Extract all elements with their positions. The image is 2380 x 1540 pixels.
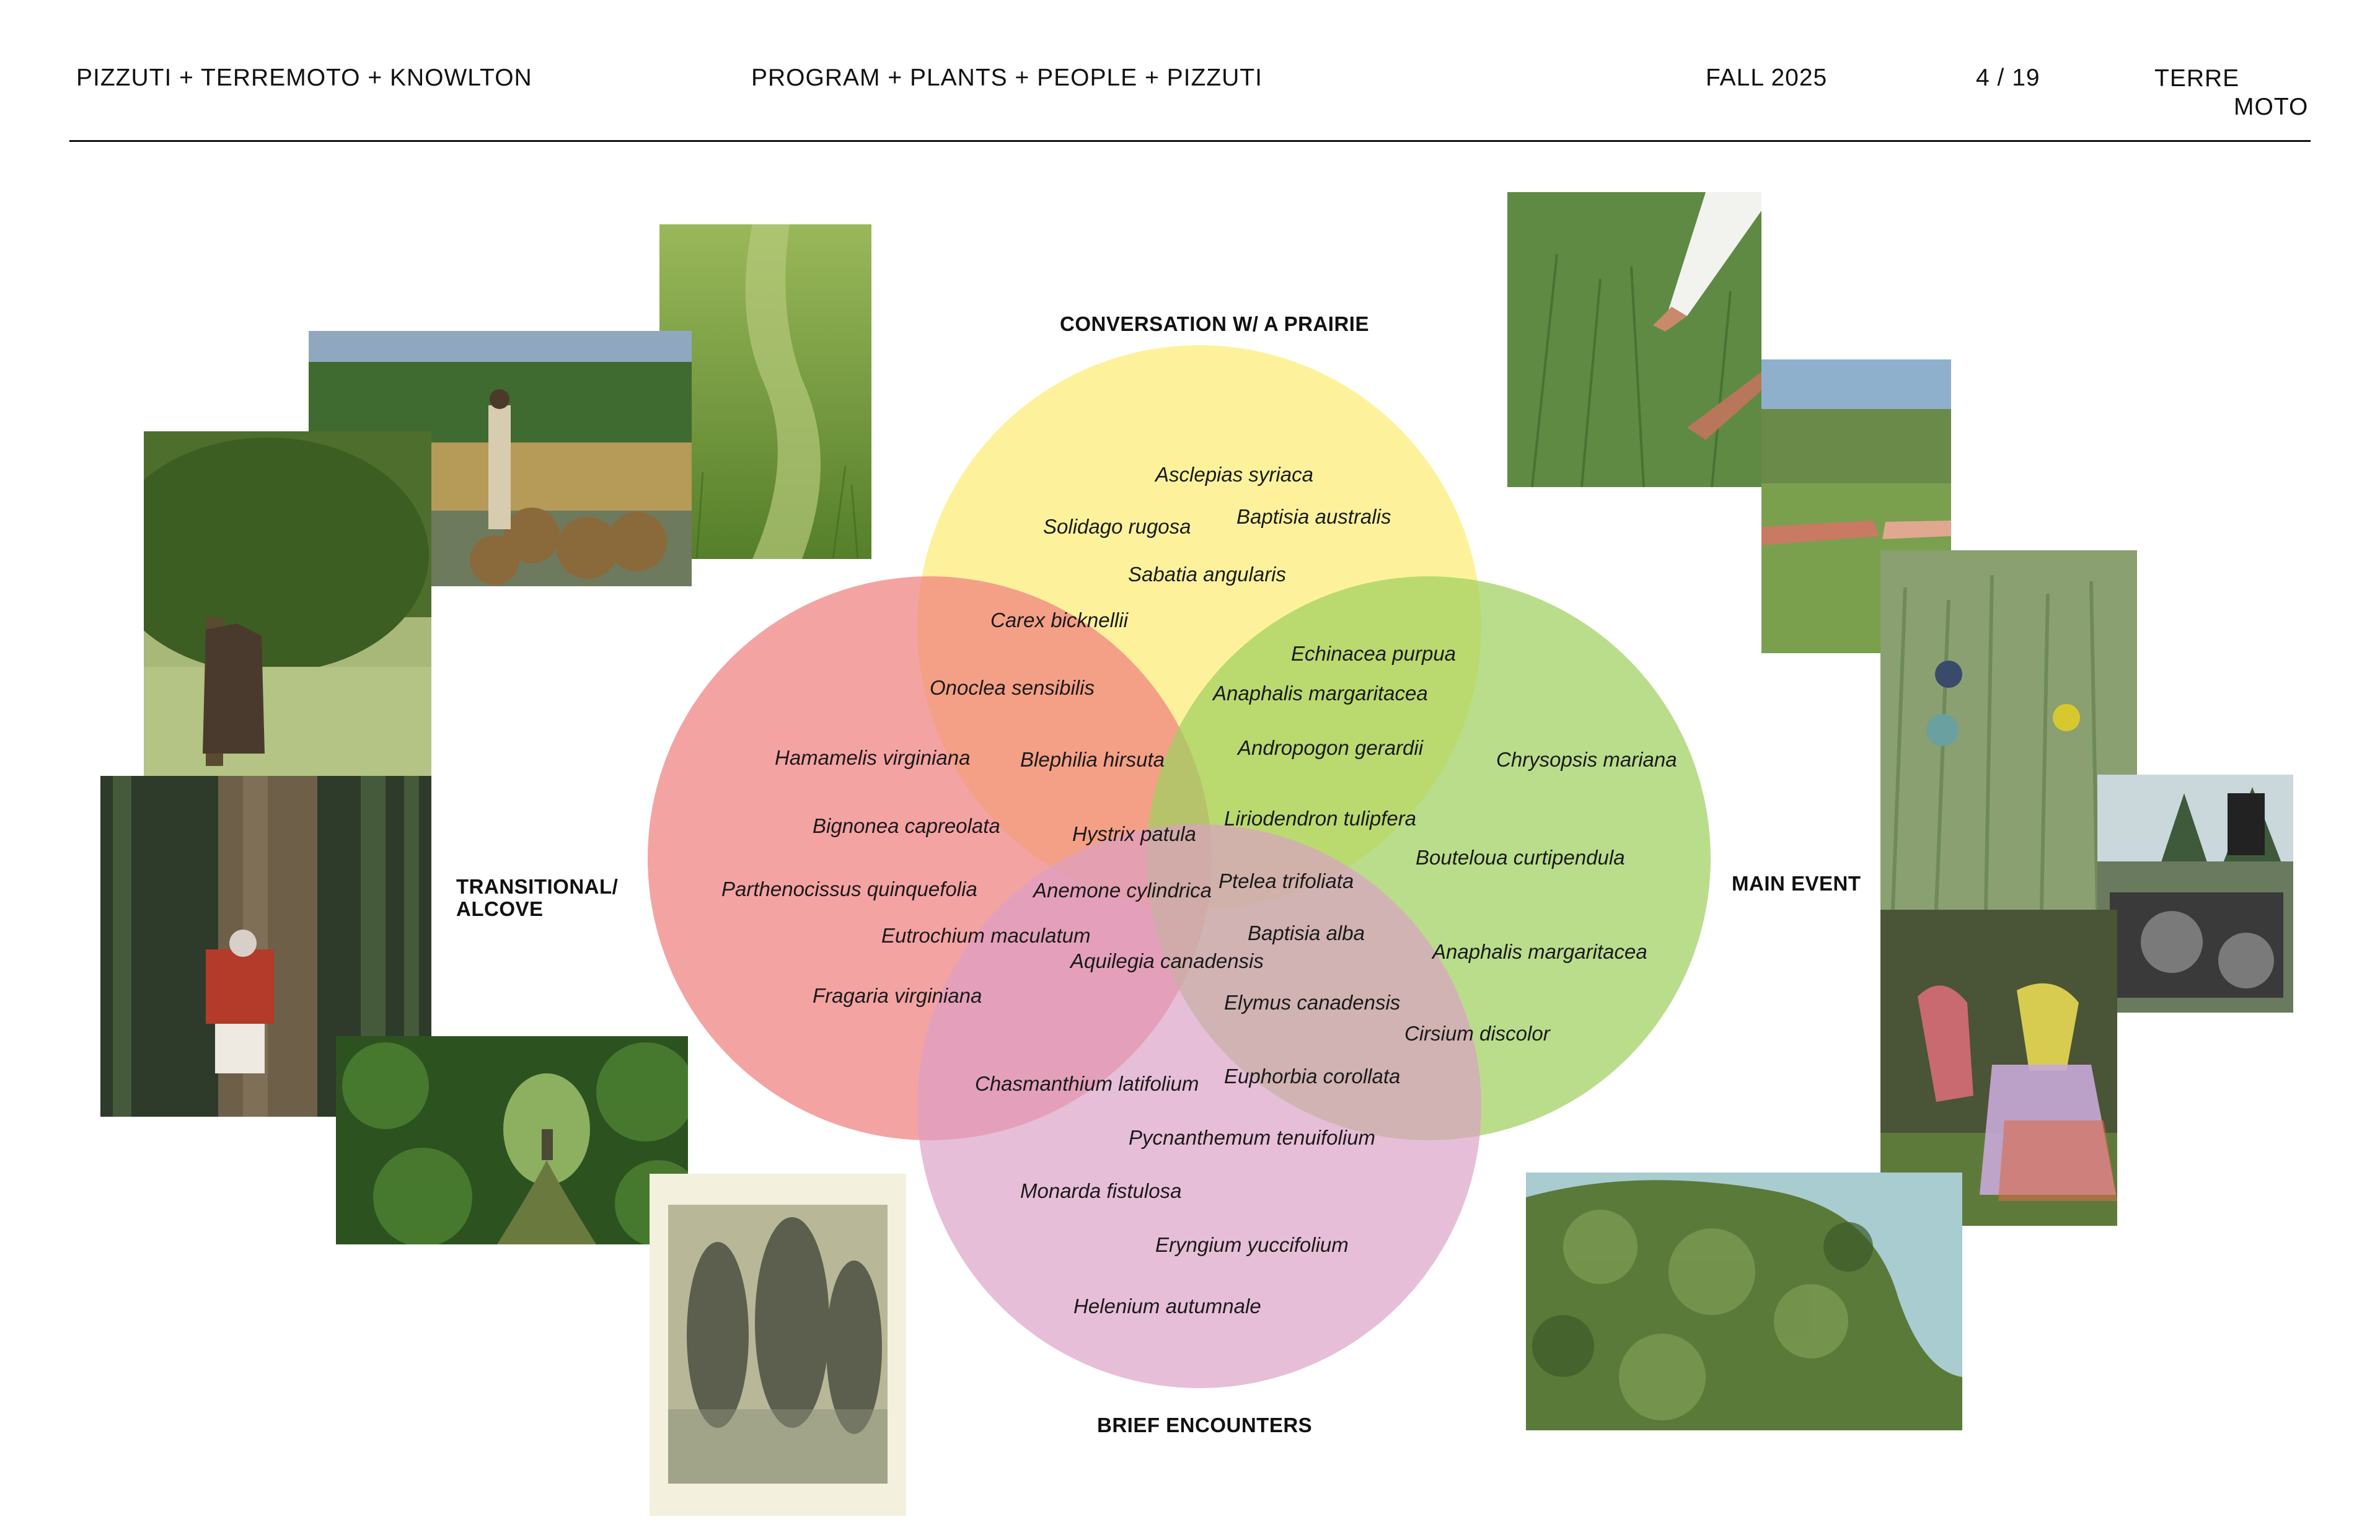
plant-label: Echinacea purpua xyxy=(1291,642,1456,665)
category-transitional-alcove: TRANSITIONAL/ ALCOVE xyxy=(456,876,618,920)
plant-label: Hamamelis virginiana xyxy=(775,746,970,769)
tree-hug-photo xyxy=(100,776,431,1117)
header-season: FALL 2025 xyxy=(1706,64,1828,91)
header-section-title: PROGRAM + PLANTS + PEOPLE + PIZZUTI xyxy=(751,64,1263,91)
plant-label: Blephilia hirsuta xyxy=(1020,748,1165,771)
plant-label: Onoclea sensibilis xyxy=(930,676,1095,699)
blurred-crowd-photo xyxy=(650,1174,906,1516)
plant-label: Helenium autumnale xyxy=(1073,1295,1261,1318)
plant-label: Eutrochium maculatum xyxy=(881,924,1090,947)
category-transitional-line1: TRANSITIONAL/ xyxy=(456,875,619,898)
plant-label: Aquilegia canadensis xyxy=(1069,949,1264,972)
plant-label: Baptisia australis xyxy=(1236,505,1391,528)
plant-label: Solidago rugosa xyxy=(1043,515,1191,538)
header-project-title: PIZZUTI + TERREMOTO + KNOWLTON xyxy=(76,64,532,91)
shrub-sky-photo xyxy=(1526,1173,1962,1430)
dj-turntables-photo xyxy=(2097,775,2293,1013)
dancers-photo xyxy=(1880,910,2117,1226)
plant-label: Ptelea trifoliata xyxy=(1219,869,1354,892)
plant-label: Carex bicknellii xyxy=(990,609,1129,631)
category-transitional-line2: ALCOVE xyxy=(456,897,544,920)
category-main-event: MAIN EVENT xyxy=(1732,872,1861,895)
category-conversation-prairie: CONVERSATION W/ A PRAIRIE xyxy=(1060,312,1369,335)
plant-label: Monarda fistulosa xyxy=(1020,1179,1181,1202)
figure-under-tree-photo xyxy=(144,431,431,776)
hand-in-grass-photo xyxy=(1507,192,1761,487)
plant-label: Fragaria virginiana xyxy=(813,984,982,1007)
plant-label: Bouteloua curtipendula xyxy=(1416,846,1625,869)
plant-label: Parthenocissus quinquefolia xyxy=(721,878,977,900)
plant-label: Hystrix patula xyxy=(1072,822,1196,845)
plant-label: Bignonea capreolata xyxy=(813,814,1000,837)
plant-label: Baptisia alba xyxy=(1248,922,1365,944)
terremoto-logo: TERRE MOTO xyxy=(2154,64,2308,121)
plant-label: Cirsium discolor xyxy=(1404,1022,1551,1045)
header-divider xyxy=(69,140,2311,142)
plant-label: Anaphalis margaritacea xyxy=(1212,682,1428,705)
page-number: 4 / 19 xyxy=(1976,64,2040,91)
plant-label: Chasmanthium latifolium xyxy=(975,1072,1199,1095)
plant-label: Anaphalis margaritacea xyxy=(1431,940,1647,963)
plant-label: Liriodendron tulipfera xyxy=(1224,807,1416,830)
plant-label: Anemone cylindrica xyxy=(1032,879,1212,902)
plant-label: Euphorbia corollata xyxy=(1224,1065,1400,1088)
logo-line-1: TERRE xyxy=(2154,65,2240,92)
plant-label: Chrysopsis mariana xyxy=(1496,748,1677,771)
plant-label: Andropogon gerardii xyxy=(1236,736,1424,759)
plant-label: Elymus canadensis xyxy=(1224,991,1400,1014)
plant-label: Sabatia angularis xyxy=(1128,563,1286,586)
plant-label: Eryngium yuccifolium xyxy=(1155,1233,1349,1256)
plant-label: Asclepias syriaca xyxy=(1154,463,1313,486)
category-brief-encounters: BRIEF ENCOUNTERS xyxy=(1097,1414,1313,1437)
logo-line-2: MOTO xyxy=(2234,94,2309,120)
plant-label: Pycnanthemum tenuifolium xyxy=(1129,1126,1375,1149)
children-in-field-photo xyxy=(1880,550,2137,910)
brief-encounters-circle xyxy=(917,824,1481,1388)
